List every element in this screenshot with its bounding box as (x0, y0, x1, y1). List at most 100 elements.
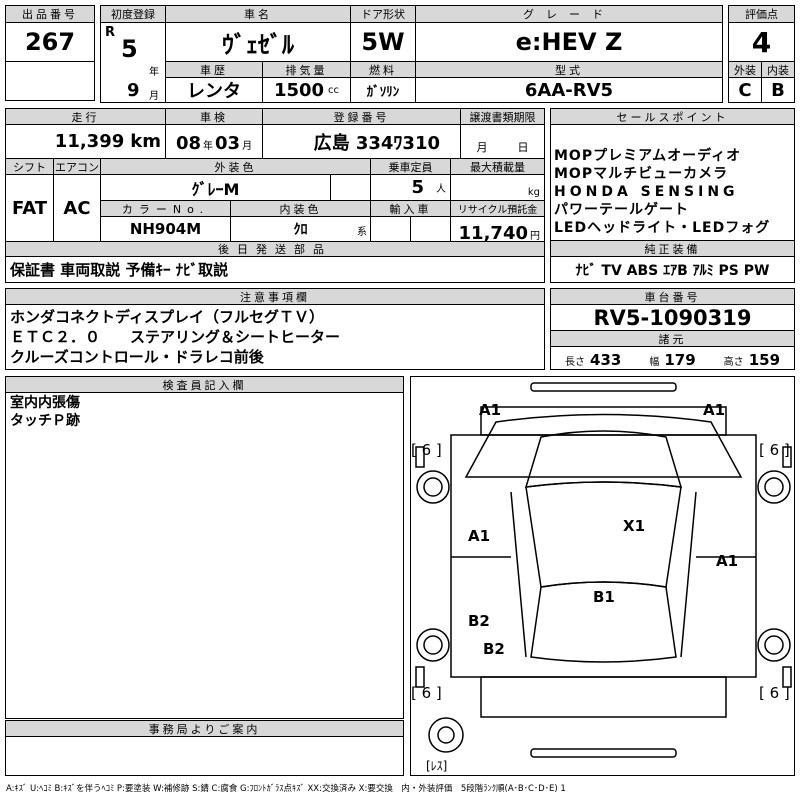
recycle-unit: 円 (530, 231, 540, 242)
chassis-number: RV5-1090319 (550, 304, 795, 331)
inspector-label: 検査員記入欄 (5, 376, 404, 393)
legend: A:ｷｽﾞ U:ﾍｺﾐ B:ｷｽﾞを伴うﾍｺﾐ P:要塗装 W:補修跡 S:錆 … (6, 784, 566, 794)
capacity-label: 乗車定員 (370, 158, 451, 175)
plate: 広島 334ﾜ310 (262, 124, 461, 159)
notes-list: ホンダコネクトディスプレイ（フルセグＴＶ） ＥＴＣ２．０ ステアリング＆シートヒ… (5, 304, 545, 370)
import-label: 輸入車 (370, 200, 451, 217)
plate-label: 登録番号 (262, 108, 461, 125)
capacity-unit: 人 (436, 184, 446, 195)
reg-year: 5 (121, 35, 138, 63)
int-color-label: 内装色 (230, 200, 371, 217)
ext-color: ｸﾞﾚｰM (100, 174, 331, 201)
reg-era: R (105, 25, 116, 40)
equipment: ﾅﾋﾞ TV ABS ｴｱB ｱﾙﾐ PS PW (550, 256, 795, 283)
transfer-month: 月 (476, 141, 488, 154)
tire-front-left: [ 6 ] (411, 441, 442, 459)
mileage: 11,399 (54, 131, 125, 152)
tire-rear-right: [ 6 ] (759, 684, 790, 702)
fuel: ｶﾞｿﾘﾝ (350, 77, 416, 103)
tire-front-right: [ 6 ] (759, 441, 790, 459)
sales-points-list: MOPプレミアムオーディオ MOPマルチビューカメラ HONDA SENSING… (550, 124, 795, 241)
inspector-line: 室内内張傷 (10, 395, 80, 411)
mileage-label: 走行 (5, 108, 166, 125)
door-label: ドア形状 (350, 5, 416, 23)
reg-month-unit: 月 (149, 91, 159, 102)
car-name-label: 車名 (165, 5, 351, 23)
inspection-year: 08 (175, 133, 201, 154)
length: 433 (590, 351, 622, 369)
max-load-unit: kg (450, 174, 545, 201)
ext-score-label: 外装 (728, 61, 762, 78)
note-line: クルーズコントロール・ドラレコ前後 (10, 348, 264, 366)
transfer-cell: 月日 (460, 124, 545, 159)
inspection-year-unit: 年 (203, 141, 213, 152)
reg-year-unit: 年 (149, 67, 159, 78)
sales-point: MOPマルチビューカメラ (554, 166, 729, 182)
spare-tire: [ﾚｽ] (426, 759, 448, 773)
capacity: 5 (411, 177, 424, 198)
later-parts: 保証書 車両取説 予備ｷｰ ﾅﾋﾞ取説 (5, 256, 545, 283)
chassis-label: 車台番号 (550, 288, 795, 305)
sales-points-label: セールスポイント (550, 108, 795, 125)
office-notes (5, 736, 404, 776)
reg-month: 9 (127, 80, 140, 101)
inspector-notes: 室内内張傷 タッチＰ跡 (5, 392, 404, 719)
lot-number: 267 (5, 22, 95, 62)
int-color-cell: ｸﾛ 系 (230, 216, 371, 242)
int-score-label: 内装 (761, 61, 795, 78)
max-load-label: 最大積載量 (450, 158, 545, 175)
equipment-label: 純正装備 (550, 240, 795, 257)
int-color: ｸﾛ (293, 222, 308, 238)
notes-label: 注意事項欄 (5, 288, 545, 305)
later-parts-label: 後日発送部品 (5, 241, 545, 257)
import-cell-1 (370, 216, 411, 242)
score-label: 評価点 (728, 5, 795, 23)
ac-label: エアコン (53, 158, 101, 175)
displacement-label: 排気量 (262, 61, 351, 78)
mark-a1-right: A1 (716, 552, 739, 570)
mark-b2-rear-door: B2 (468, 612, 490, 630)
model-label: 型式 (415, 61, 723, 78)
sales-point: MOPプレミアムオーディオ (554, 148, 742, 164)
car-name: ｳﾞｪｾﾞﾙ (165, 22, 351, 62)
model: 6AA-RV5 (415, 77, 723, 103)
int-color-unit: 系 (357, 227, 367, 238)
width-label: 幅 (649, 357, 660, 368)
recycle: 11,740 (458, 223, 528, 242)
note-line: ホンダコネクトディスプレイ（フルセグＴＶ） (10, 308, 324, 326)
displacement: 1500 (273, 79, 325, 101)
grade-label: グレード (415, 5, 723, 23)
reg-label: 初度登録 (100, 5, 166, 23)
tire-rear-left: [ 6 ] (411, 684, 442, 702)
height-label: 高さ (723, 357, 744, 368)
mark-b2-rear-fender: B2 (483, 640, 505, 658)
note-line: ＥＴＣ２．０ ステアリング＆シートヒーター (10, 328, 341, 346)
inspection-month-unit: 月 (242, 141, 253, 152)
int-score: B (761, 77, 795, 103)
ext-score: C (728, 77, 762, 103)
color-no: NH904M (100, 216, 231, 242)
car-outline (415, 382, 792, 758)
ext-color-label: 外装色 (100, 158, 371, 175)
grade: e:HEV Z (415, 22, 723, 62)
lot-label: 出品番号 (5, 5, 95, 23)
mark-a1-front-left: A1 (479, 401, 502, 419)
lot-empty (5, 61, 95, 101)
height: 159 (748, 351, 781, 369)
specs-cell: 長さ 433 幅 179 高さ 159 (550, 346, 795, 370)
shift: FAT (5, 174, 54, 242)
transfer-day: 日 (517, 141, 529, 154)
score: 4 (728, 22, 795, 62)
inspector-line: タッチＰ跡 (10, 413, 80, 429)
transfer-label: 譲渡書類期限 (460, 108, 545, 125)
ac: AC (53, 174, 101, 242)
mileage-unit: km (130, 131, 161, 152)
width: 179 (664, 351, 696, 369)
office-label: 事務局よりご案内 (5, 720, 404, 737)
sales-point: LEDヘッドライト・LEDフォグ (554, 220, 771, 236)
